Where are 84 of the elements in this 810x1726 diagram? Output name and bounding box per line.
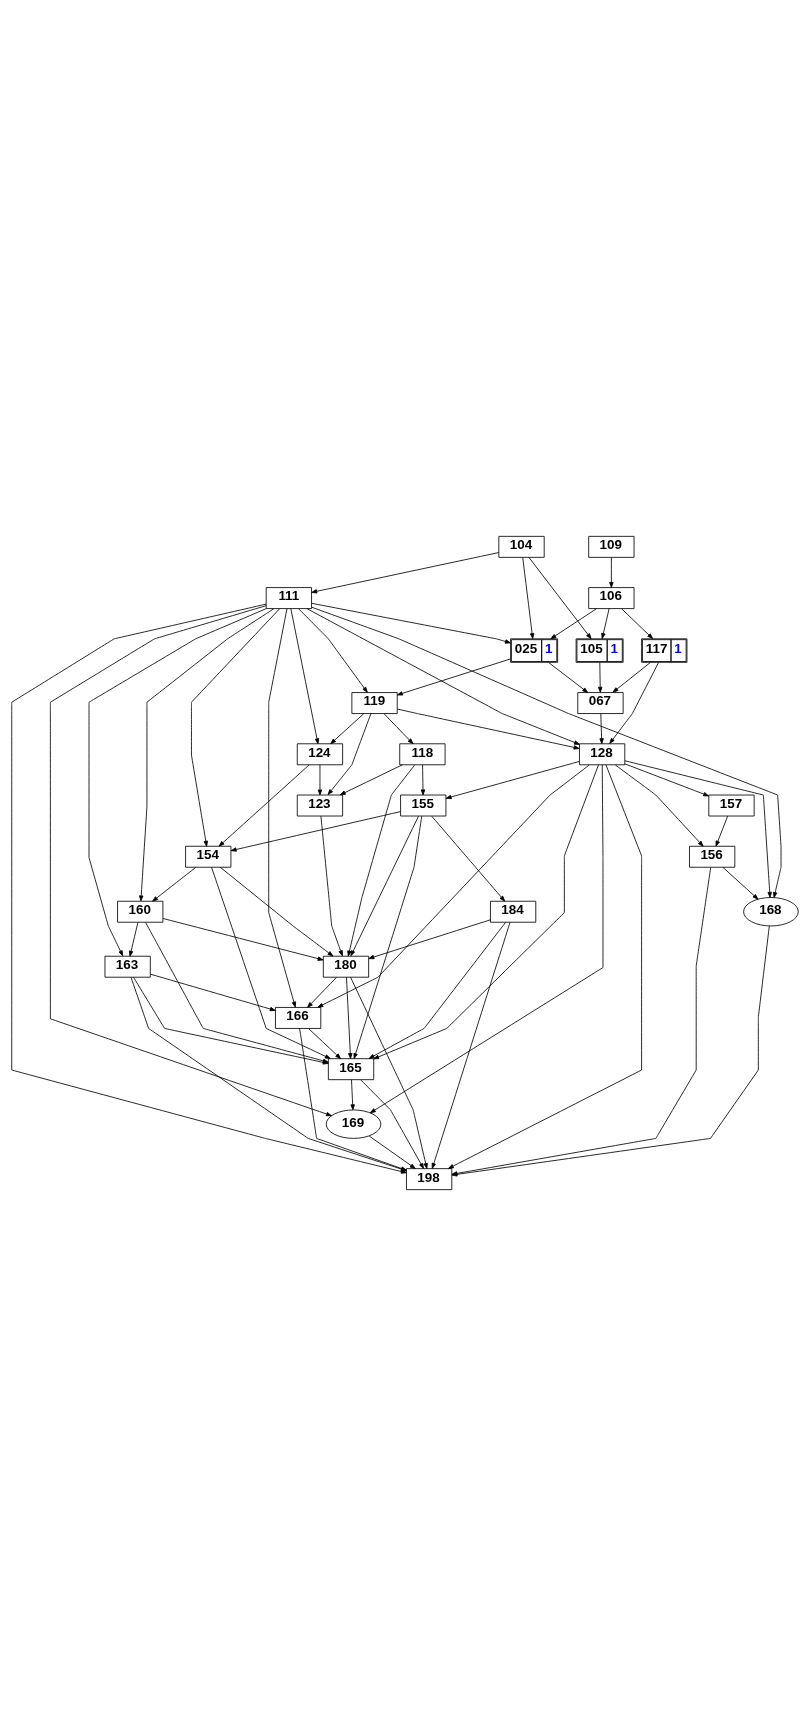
node-box: 180 [322,955,370,978]
arrow [139,608,275,902]
arrow [431,815,506,902]
arrow [522,557,535,639]
node-box: 128 [579,743,626,766]
arrow [308,1028,342,1059]
arrow [298,608,368,693]
arrow [339,764,403,796]
arrow [230,811,401,852]
arrow [330,713,365,745]
arrow [615,764,704,847]
arrow [290,608,320,745]
node-box: 104 [498,535,545,558]
node-box: 157 [708,794,755,817]
arrow [621,608,654,639]
arrow [397,658,511,696]
arrow [268,608,297,1008]
node-box: 165 [327,1058,375,1081]
node-box: 163 [104,955,151,978]
arrow [88,608,267,957]
node-box: 124 [296,743,344,766]
arrow [306,608,580,745]
arrow [307,976,337,1008]
arrow [624,763,710,797]
arrow [150,973,276,1012]
arrow [431,921,511,1169]
arrow [609,557,614,588]
arrow [373,764,599,1060]
arrow [350,1079,355,1111]
arrow [320,815,343,957]
node-box: 154 [185,845,232,868]
arrow [317,764,323,796]
node-box: 106 [588,587,635,609]
arrow [211,866,331,1059]
arrow [528,557,592,639]
arrow [397,708,580,750]
node-box: 123 [296,794,344,817]
arrow [550,608,597,640]
arrow [601,608,610,639]
arrow [353,815,423,1060]
arrow [624,760,772,898]
node-box: 160 [117,900,164,923]
arrow [162,918,324,961]
arrow [369,764,604,1114]
arrow [360,1079,425,1169]
arrow [715,815,729,847]
arrow [311,552,500,594]
arrow [317,764,590,1008]
arrow [609,662,659,744]
node-box: 198 [406,1168,453,1191]
arrow [548,662,589,693]
arrow [598,662,603,693]
arrow [368,919,491,960]
node-box: 166 [275,1007,322,1029]
arrow [447,764,643,1169]
arrow [152,866,197,902]
arrow [368,1135,416,1169]
node-box: 118 [399,743,446,766]
node-box: 155 [400,794,447,817]
arrow [327,713,372,796]
arrow [311,602,511,644]
arrow [218,764,310,847]
node-box: 109 [588,535,635,558]
arrow [311,606,782,898]
arrow [128,921,139,957]
arrow [420,764,426,796]
node-ellipse: 168 [743,897,799,927]
arrow [220,866,334,957]
arrow [346,976,353,1059]
arrow [383,713,414,745]
node-box: 119 [351,692,398,714]
node-box: 067 [577,692,624,714]
node-box: 156 [689,845,736,868]
arrow [368,922,506,1059]
arrow [350,815,419,957]
arrow [599,713,604,745]
arrow [350,976,428,1169]
arrow [722,866,759,900]
node-box: 111 [265,587,312,609]
arrow [347,764,415,957]
arrow [445,761,580,800]
arrow [191,608,280,847]
node-box: 184 [490,900,537,923]
arrow [612,662,651,693]
